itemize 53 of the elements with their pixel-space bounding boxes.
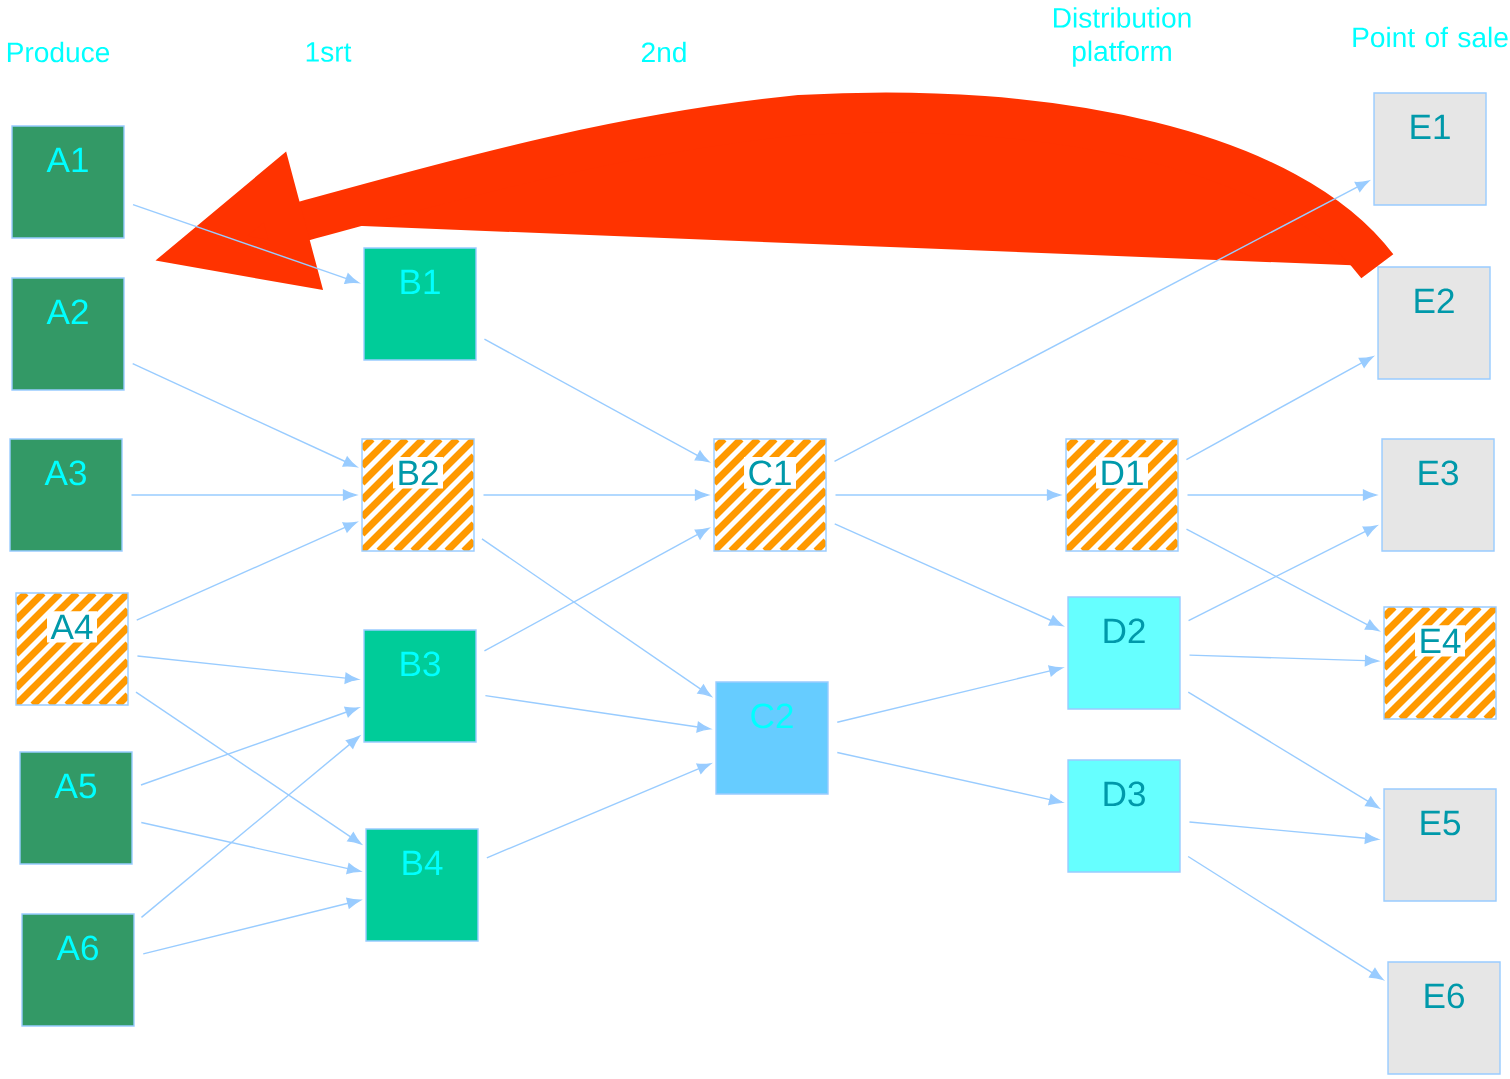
stage-box: E5 (1383, 788, 1497, 902)
arrow (1188, 821, 1379, 844)
column-header: 1srt (306, 42, 352, 62)
arrow (834, 523, 1064, 627)
arrow (1187, 855, 1384, 981)
arrow (1187, 691, 1380, 809)
arrow (132, 203, 359, 284)
column-header: 2nd (641, 41, 686, 63)
column-header: Distribution platform (1054, 7, 1191, 67)
hatched-box: D1 (1065, 438, 1179, 552)
arrow (140, 821, 361, 875)
hatched-box: A4 (15, 592, 129, 706)
arrow (1188, 654, 1379, 667)
arrow (833, 180, 1370, 463)
arrow (484, 694, 711, 733)
stage-box: B3 (363, 629, 477, 743)
arrow (135, 691, 362, 845)
arrow (1186, 489, 1377, 501)
stage-box: E3 (1381, 438, 1495, 552)
hatched-box: C1 (713, 438, 827, 552)
arrow (130, 489, 357, 501)
stage-box: A1 (11, 125, 125, 239)
arrow (142, 897, 361, 955)
arrow (836, 665, 1063, 723)
hatched-box: B2 (361, 438, 475, 552)
arrow (836, 751, 1063, 806)
arrow (486, 763, 711, 859)
arrow (1185, 356, 1374, 461)
column-header: Produce (7, 41, 110, 63)
column-header: Point of sale (1353, 26, 1508, 48)
stage-box: D2 (1067, 596, 1181, 710)
stage-box: B4 (365, 828, 479, 942)
hatched-box: E4 (1383, 606, 1497, 720)
arrow (136, 655, 359, 684)
stage-box: E6 (1387, 961, 1501, 1075)
arrow (136, 521, 358, 621)
arrow (834, 489, 1061, 501)
stage-box: E2 (1377, 266, 1491, 380)
stage-box: D3 (1067, 759, 1181, 873)
arrow (482, 489, 709, 501)
arrow (483, 338, 710, 463)
stage-box: B1 (363, 247, 477, 361)
arrow (140, 706, 359, 786)
stage-box: E1 (1373, 92, 1487, 206)
stage-box: A6 (21, 913, 135, 1027)
stage-box: A2 (11, 277, 125, 391)
stage-box: A5 (19, 751, 133, 865)
arrow (481, 538, 712, 697)
stage-box: A3 (9, 438, 123, 552)
arrow (140, 735, 360, 919)
stage-box: C2 (715, 681, 829, 795)
arrow (483, 527, 710, 652)
arrow (132, 363, 358, 468)
